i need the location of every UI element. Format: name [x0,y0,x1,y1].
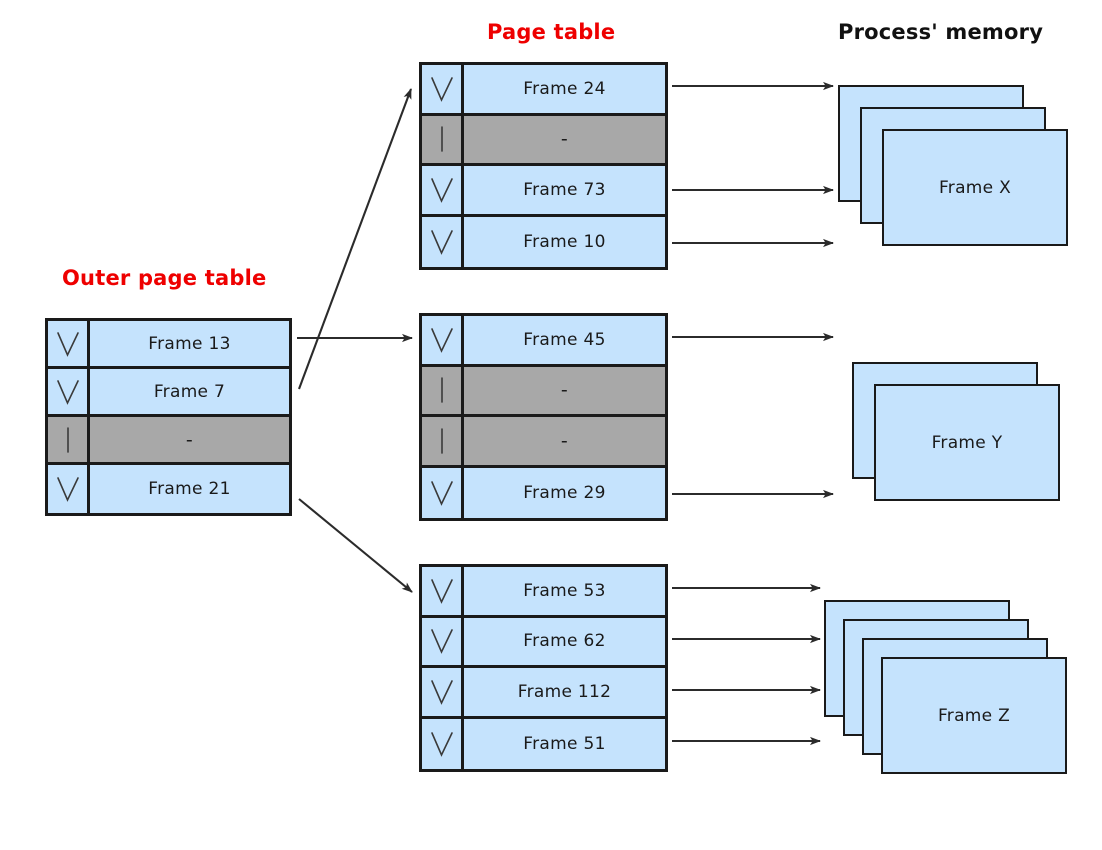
memory-frame-card-front[interactable]: Frame Y [874,384,1060,501]
table-row[interactable]: Frame 62 [422,617,665,668]
valid-check-v-icon [48,369,90,414]
invalid-bar-icon [422,417,464,465]
table-row[interactable]: Frame 53 [422,567,665,618]
arrow-outer-row2-to-page-table-1 [298,88,412,390]
frame-label: Frame 62 [523,631,606,652]
table-row[interactable]: - [48,417,289,465]
memory-frame-card-front[interactable]: Frame Z [881,657,1067,774]
frame-label: Frame 10 [523,231,606,252]
valid-check-v-icon [422,316,464,364]
table-row[interactable]: Frame 10 [422,216,665,267]
valid-check-v-icon [422,467,464,518]
memory-frame-label: Frame Z [937,705,1011,726]
outer-page-table-title: Outer page table [62,266,267,290]
frame-label: - [560,379,569,402]
table-row[interactable]: Frame 24 [422,65,665,116]
table-row[interactable]: Frame 13 [48,321,289,369]
table-row[interactable]: Frame 29 [422,467,665,518]
table-row[interactable]: Frame 112 [422,668,665,719]
valid-check-v-icon [48,321,90,366]
memory-frame-label: Frame X [938,177,1012,198]
memory-frame-card-front[interactable]: Frame X [882,129,1068,246]
valid-check-v-icon [422,216,464,267]
valid-check-v-icon [422,166,464,214]
table-row[interactable]: Frame 7 [48,369,289,417]
table-row[interactable]: - [422,417,665,468]
invalid-bar-icon [422,115,464,163]
frame-label: Frame 53 [523,580,606,601]
table-row[interactable]: Frame 21 [48,465,289,513]
memory-frame-stack-x: Frame X [838,85,1068,250]
page-table-1: Frame 24 - Frame 73 Frame 10 [419,62,668,270]
frame-label: Frame 51 [523,733,606,754]
frame-label: Frame 21 [148,479,231,499]
valid-check-v-icon [422,668,464,716]
table-row[interactable]: - [422,115,665,166]
frame-label: Frame 112 [517,681,612,702]
outer-page-table: Frame 13 Frame 7 - Frame 21 [45,318,292,516]
valid-check-v-icon [422,617,464,665]
valid-check-v-icon [422,65,464,113]
process-memory-title: Process' memory [838,20,1044,44]
valid-check-v-icon [422,718,464,769]
memory-frame-stack-z: Frame Z [824,600,1068,780]
valid-check-v-icon [422,567,464,615]
page-table-2: Frame 45 - - Frame 29 [419,313,668,521]
frame-label: - [560,128,569,151]
table-row[interactable]: - [422,366,665,417]
invalid-bar-icon [48,417,90,462]
memory-frame-label: Frame Y [931,432,1003,453]
table-row[interactable]: Frame 73 [422,166,665,217]
page-table-title: Page table [487,20,616,44]
invalid-bar-icon [422,366,464,414]
frame-label: Frame 29 [523,482,606,503]
frame-label: Frame 24 [523,78,606,99]
table-row[interactable]: Frame 51 [422,718,665,769]
frame-label: Frame 45 [523,329,606,350]
memory-frame-stack-y: Frame Y [852,362,1068,510]
arrow-outer-row4-to-page-table-3 [298,498,413,593]
frame-label: Frame 73 [523,179,606,200]
valid-check-v-icon [48,465,90,513]
frame-label: Frame 13 [148,333,231,354]
frame-label: - [185,428,194,451]
table-row[interactable]: Frame 45 [422,316,665,367]
page-table-3: Frame 53 Frame 62 Frame 112 Frame 51 [419,564,668,772]
frame-label: Frame 7 [153,381,226,402]
frame-label: - [560,429,569,452]
